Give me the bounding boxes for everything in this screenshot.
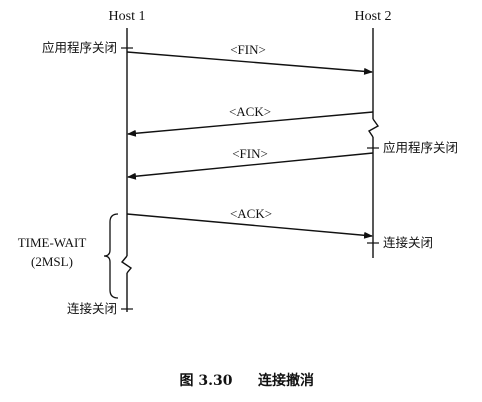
host2-timeline [367, 28, 380, 258]
host2-conn-closed-label: 连接关闭 [383, 235, 433, 250]
host1-app-close-label: 应用程序关闭 [42, 40, 117, 55]
figure-number: 图 3.30 [180, 373, 233, 389]
fin1-label: <FIN> [230, 42, 266, 57]
host2-app-close-label: 应用程序关闭 [383, 140, 458, 155]
time-wait-label: TIME-WAIT [18, 235, 87, 250]
ack1-arrow [127, 111, 374, 137]
host1-label: Host 1 [109, 9, 146, 24]
figure-title: 连接撤消 [258, 372, 314, 389]
message-arrows [126, 51, 374, 239]
time-wait-brace [103, 213, 119, 299]
fin1-arrow [126, 51, 373, 75]
host1-conn-closed-label: 连接关闭 [67, 301, 117, 316]
fin2-arrow [127, 152, 374, 180]
fin2-label: <FIN> [232, 146, 268, 161]
time-wait-duration-label: (2MSL) [31, 254, 73, 269]
host2-label: Host 2 [355, 9, 392, 24]
ack1-label: <ACK> [229, 104, 271, 119]
ack2-arrow [126, 213, 373, 239]
event-ticks [121, 47, 379, 310]
ack2-label: <ACK> [230, 206, 272, 221]
host1-timeline [120, 28, 133, 312]
